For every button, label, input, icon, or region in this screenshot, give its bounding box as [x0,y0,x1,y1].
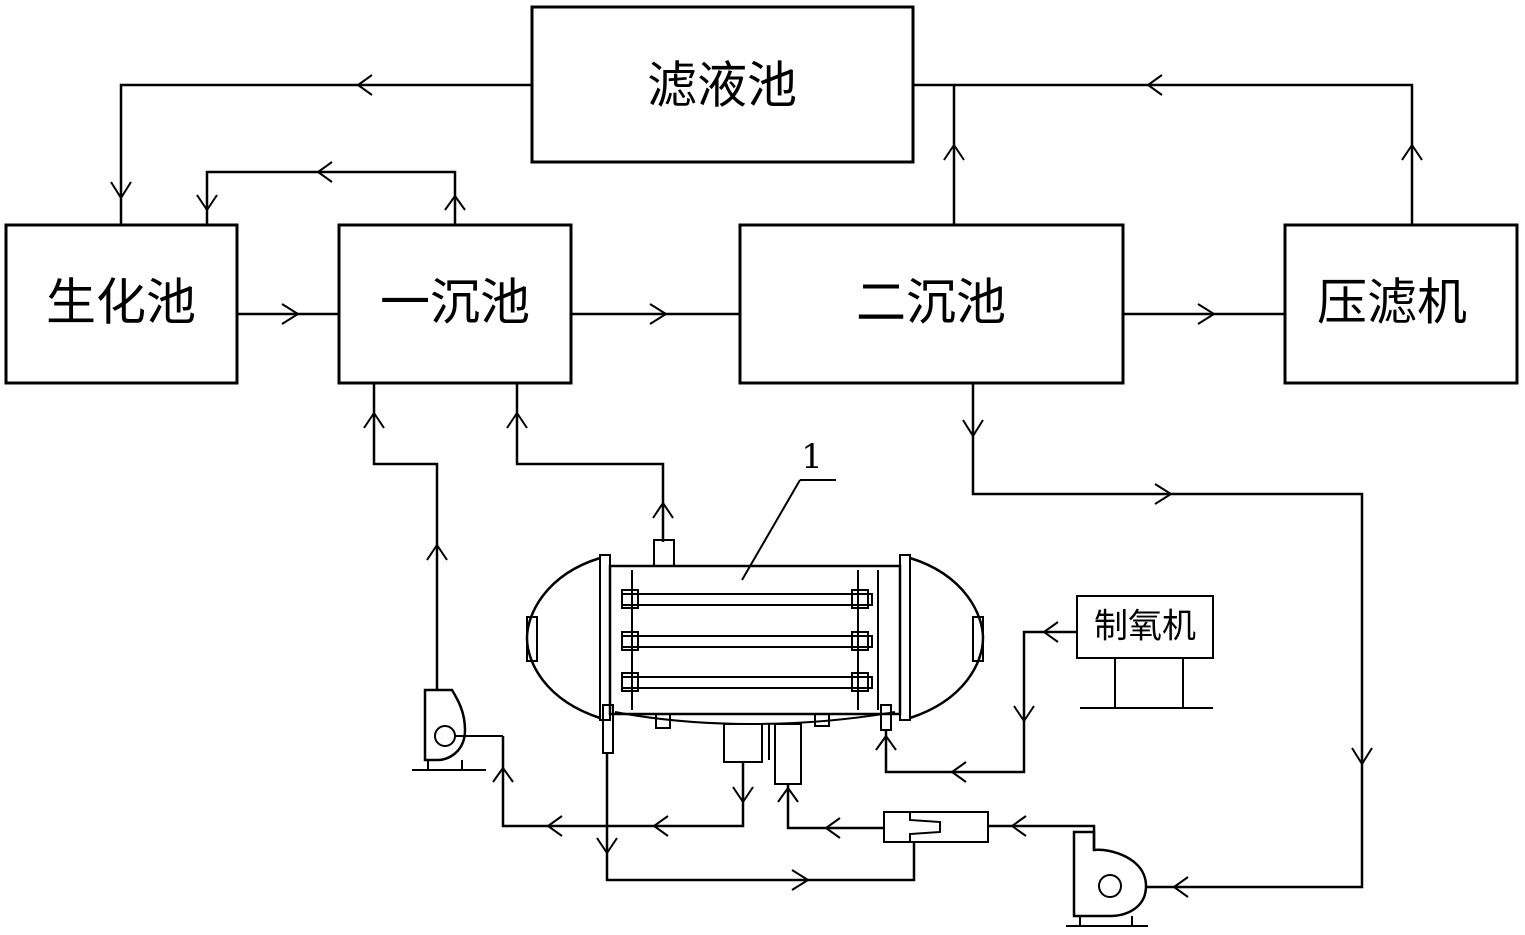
secondary-sedimentation-tank: 二沉池 [738,223,1125,385]
filtrate-tank-label: 滤液池 [647,57,797,115]
oxygen-generator-label: 制氧机 [1094,607,1196,647]
secondary-sedimentation-tank-label: 二沉池 [856,274,1006,332]
flow-lines-top [110,74,1423,225]
ejector-mixer [883,811,1096,850]
primary-sedimentation-tank: 一沉池 [337,223,573,385]
right-pump [1066,830,1148,927]
filter-press-label: 压滤机 [1317,274,1467,332]
recirculation-lines [492,736,916,891]
reactor-vessel: 1 [525,437,985,785]
oxygen-generator: 制氧机 [875,595,1214,783]
filtrate-tank: 滤液池 [530,5,915,164]
primary-sedimentation-tank-label: 一沉池 [380,274,530,332]
filter-press: 压滤机 [1283,223,1519,385]
callout-number: 1 [801,437,823,477]
feed-lines-primary [363,383,674,690]
left-pump [412,688,503,771]
return-line-right [962,383,1373,898]
biochemical-tank: 生化池 [4,223,239,385]
flow-lines-middle [237,303,1285,325]
biochemical-tank-label: 生化池 [46,274,196,332]
